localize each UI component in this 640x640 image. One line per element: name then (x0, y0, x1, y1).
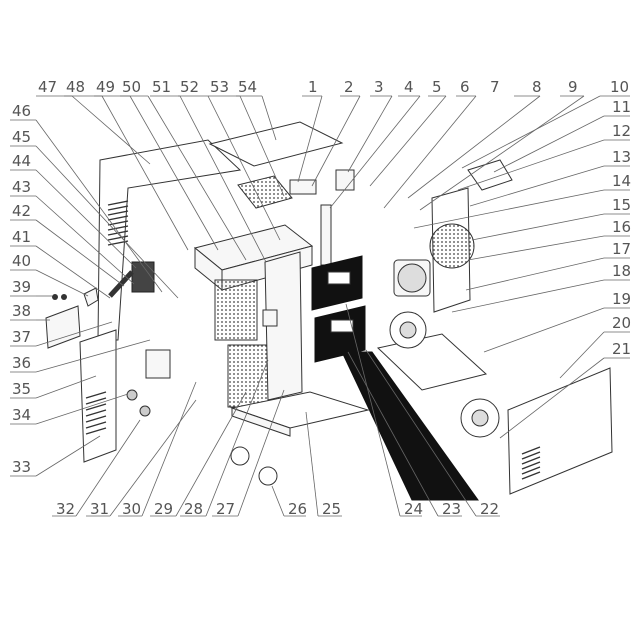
callout-36: 36 (12, 354, 31, 372)
caster-right (258, 466, 278, 486)
callout-44: 44 (12, 152, 31, 170)
wheel-upper-hub (399, 321, 417, 339)
fan-blades-icon (397, 263, 427, 293)
callout-19: 19 (612, 290, 631, 308)
callout-10: 10 (610, 78, 629, 96)
callout-9: 9 (568, 78, 578, 96)
leader-lines (10, 95, 630, 517)
heat-sink-lower (227, 344, 271, 408)
front-panel (79, 329, 117, 463)
callout-38: 38 (12, 302, 31, 320)
callout-23: 23 (442, 500, 461, 518)
choke-coil (131, 261, 155, 293)
callout-6: 6 (460, 78, 470, 96)
terminal-block (262, 309, 278, 327)
central-bracket (264, 251, 303, 401)
caster-left (230, 446, 250, 466)
callout-34: 34 (12, 406, 31, 424)
right-side-panel (507, 367, 613, 495)
callout-22: 22 (480, 500, 499, 518)
callout-7: 7 (490, 78, 500, 96)
callout-numbers: 1 2 3 4 5 6 7 8 9 10 11 12 13 14 15 16 1… (12, 78, 631, 518)
callout-4: 4 (404, 78, 414, 96)
control-board (237, 175, 293, 209)
callout-53: 53 (210, 78, 229, 96)
fan-grill (429, 223, 475, 269)
callout-18: 18 (612, 262, 631, 280)
pcb-part (289, 179, 317, 195)
callout-2: 2 (344, 78, 354, 96)
handle (467, 159, 513, 191)
callout-45: 45 (12, 128, 31, 146)
output-socket-upper (126, 389, 138, 401)
callout-46: 46 (12, 102, 31, 120)
parts-drawing (45, 121, 613, 501)
transformer-small (335, 169, 355, 191)
callout-14: 14 (612, 172, 631, 190)
callout-13: 13 (612, 148, 631, 166)
callout-5: 5 (432, 78, 442, 96)
main-transformer (145, 349, 171, 379)
callout-20: 20 (612, 314, 631, 332)
knob-1 (52, 294, 58, 300)
callout-37: 37 (12, 328, 31, 346)
callout-47: 47 (38, 78, 57, 96)
callout-41: 41 (12, 228, 31, 246)
callout-17: 17 (612, 240, 631, 258)
callout-21: 21 (612, 340, 631, 358)
callout-8: 8 (532, 78, 542, 96)
callout-24: 24 (404, 500, 423, 518)
callout-31: 31 (90, 500, 109, 518)
callout-28: 28 (184, 500, 203, 518)
callout-43: 43 (12, 178, 31, 196)
bracket-40 (83, 287, 99, 307)
callout-27: 27 (216, 500, 235, 518)
module-lower (330, 319, 354, 333)
callout-52: 52 (180, 78, 199, 96)
front-panel-vent (85, 391, 107, 435)
black-strip (341, 351, 479, 501)
heat-sink-upper (214, 279, 258, 341)
bottom-base-plate (376, 333, 488, 391)
module-upper (327, 271, 351, 285)
callout-54: 54 (238, 78, 257, 96)
control-overlay-panel (45, 305, 81, 349)
callout-35: 35 (12, 380, 31, 398)
callout-49: 49 (96, 78, 115, 96)
callout-39: 39 (12, 278, 31, 296)
callout-1: 1 (308, 78, 318, 96)
callout-50: 50 (122, 78, 141, 96)
callout-16: 16 (612, 218, 631, 236)
wheel-lower-hub (471, 409, 489, 427)
callout-42: 42 (12, 202, 31, 220)
callout-15: 15 (612, 196, 631, 214)
callout-12: 12 (612, 122, 631, 140)
output-socket-lower (139, 405, 151, 417)
callout-26: 26 (288, 500, 307, 518)
callout-3: 3 (374, 78, 384, 96)
knob-2 (61, 294, 67, 300)
callout-51: 51 (152, 78, 171, 96)
callout-29: 29 (154, 500, 173, 518)
right-panel-vent (521, 446, 541, 480)
callout-30: 30 (122, 500, 141, 518)
top-cover (208, 121, 344, 167)
callout-48: 48 (66, 78, 85, 96)
callout-32: 32 (56, 500, 75, 518)
callout-11: 11 (612, 98, 631, 116)
callout-40: 40 (12, 252, 31, 270)
vertical-bar (320, 204, 332, 266)
callout-25: 25 (322, 500, 341, 518)
callout-33: 33 (12, 458, 31, 476)
